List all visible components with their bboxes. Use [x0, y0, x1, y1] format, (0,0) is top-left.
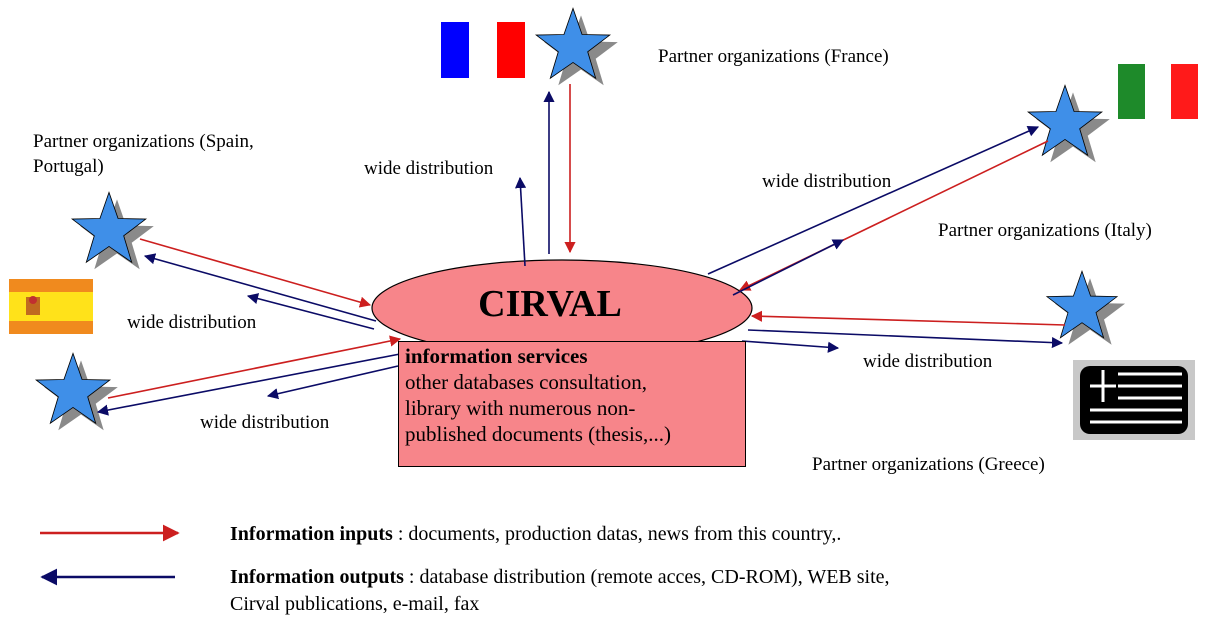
partner-label-spain: Partner organizations (Spain, — [33, 131, 254, 152]
partner-label-greece: Partner organizations (Greece) — [812, 454, 1045, 475]
arrow-output-greece-2 — [741, 340, 840, 353]
greece-flag — [1073, 360, 1195, 440]
italy-flag — [1118, 64, 1198, 119]
arrow-input-greece — [750, 310, 1066, 326]
legend-outputs-line2: Cirval publications, e-mail, fax — [230, 593, 480, 615]
partner-label-france: Partner organizations (France) — [658, 46, 889, 67]
legend-outputs: Information outputs : database distribut… — [230, 563, 890, 591]
legend-outputs-text: : database distribution (remote acces, C… — [403, 566, 890, 588]
arrow-output-italy-1 — [707, 125, 1040, 275]
distribution-label-italy: wide distribution — [762, 171, 892, 192]
info-box-line: other databases consultation, — [405, 370, 648, 394]
partner-label-portugal: Portugal) — [33, 156, 104, 177]
star-greece-icon — [1046, 270, 1126, 345]
info-box-line: published documents (thesis,...) — [405, 422, 671, 446]
star-spain-icon — [71, 191, 154, 270]
legend-outputs-title: Information outputs — [230, 566, 404, 588]
spain-flag — [9, 279, 93, 334]
arrow-output-france-2 — [514, 176, 527, 267]
arrow-output-portugal-2 — [266, 365, 399, 400]
arrow-input-spain — [139, 238, 372, 308]
arrow-output-spain-2 — [246, 293, 375, 330]
cirval-title: CIRVAL — [478, 283, 622, 325]
star-italy-icon — [1027, 84, 1110, 163]
arrow-output-greece-1 — [747, 329, 1064, 349]
arrow-input-portugal — [107, 335, 402, 399]
distribution-label-france: wide distribution — [364, 158, 494, 179]
distribution-label-spain: wide distribution — [127, 312, 257, 333]
information-services-box: information services other databases con… — [398, 341, 746, 467]
arrow-output-italy-2 — [732, 239, 845, 296]
info-box-line: library with numerous non- — [405, 396, 636, 420]
arrow-output-spain-1 — [143, 253, 377, 322]
legend-inputs: Information inputs : documents, producti… — [230, 520, 841, 548]
partner-label-italy: Partner organizations (Italy) — [938, 220, 1152, 241]
star-france-icon — [535, 7, 618, 86]
distribution-label-portugal: wide distribution — [200, 412, 330, 433]
info-box-heading: information services — [405, 344, 588, 368]
star-portugal-icon — [35, 352, 118, 431]
arrow-output-portugal-1 — [96, 353, 401, 416]
distribution-label-greece: wide distribution — [863, 351, 993, 372]
legend-inputs-title: Information inputs — [230, 523, 393, 545]
france-flag — [441, 22, 525, 78]
legend-inputs-text: : documents, production datas, news from… — [392, 523, 842, 545]
